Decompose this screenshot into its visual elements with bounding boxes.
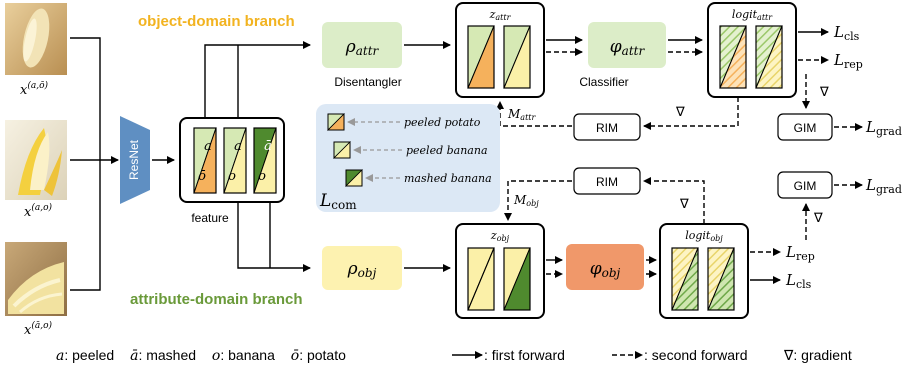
classifier-attr: φattr [588,22,666,68]
loss-rep-bottom: Lrep [785,243,815,263]
loss-rep-top: Lrep [833,51,863,71]
disentangler-label: Disentangler [334,75,401,89]
input-image-potato [5,3,67,75]
m-attr-label: Mattr [507,107,536,122]
feature-to-branches [204,41,311,272]
input-image-mashed-banana [5,242,67,316]
grad-top-rim: ∇ [675,104,685,119]
z-attr-block [455,2,545,98]
feature-label: feature [191,211,229,225]
image-label-1: x(a,ō) [20,80,49,98]
image-label-3: x(ā,o) [24,320,53,338]
classifier-label: Classifier [579,75,628,89]
grad-bottom-rim: ∇ [679,196,689,211]
feature-cell3-bottom: o [258,169,266,184]
feature-cell1-bottom: ō [198,169,206,184]
image-label-2: x(a,o) [24,202,53,220]
gim-top: GIM [777,113,833,141]
loss-com: Lcom [319,191,357,212]
loss-cls-bottom: Lcls [785,271,812,291]
combination-panel [316,104,500,212]
legend-second: : second forward [644,347,748,363]
feature-block: a ō a o ā o [179,117,285,203]
z-attr-label: zattr [489,8,512,22]
logit-obj-label: logitobj [685,229,723,243]
feature-cell1-top: a [204,139,212,154]
loss-grad-bottom: Lgrad [865,176,902,196]
resnet-label: ResNet [127,139,141,180]
arrow-rim-to-zobj [504,180,572,221]
image-connector [70,37,119,291]
attribute-branch-title: attribute-domain branch [130,291,303,308]
logit-attr-block [707,2,797,98]
legend: a: peeled ā: mashed o: banana ō: potato … [56,347,852,364]
z-obj-label: zobj [490,229,510,243]
svg-text:φattr: φattr [610,37,646,58]
svg-text:φobj: φobj [590,259,621,280]
svg-text:ρobj: ρobj [347,259,377,280]
z-obj-block [455,223,545,319]
arrow-logit-to-rim-top [643,97,739,130]
feature-cell2-bottom: o [228,169,236,184]
legend-grad: ∇: gradient [783,347,852,363]
logit-attr-label: logitattr [732,8,773,22]
legend-first: : first forward [484,347,565,363]
svg-text:RIM: RIM [596,175,618,189]
feature-cell3-top: ā [264,139,272,154]
grad-top-gim: ∇ [819,84,829,99]
disentangler-attr: ρattr [322,22,402,68]
gim-bottom: GIM [777,171,833,199]
svg-text:RIM: RIM [596,121,618,135]
legend-text: a: peeled ā: mashed o: banana ō: potato [56,347,346,364]
combo-label-2: peeled banana [406,144,488,157]
svg-text:GIM: GIM [794,179,817,193]
logit-obj-block [659,223,749,319]
combo-label-3: mashed banana [404,172,492,185]
feature-cell2-top: a [234,139,242,154]
m-obj-label: Mobj [513,193,539,208]
combo-label-1: peeled potato [404,116,481,129]
loss-grad-top: Lgrad [865,118,902,138]
svg-text:ρattr: ρattr [345,37,380,58]
grad-bottom-gim: ∇ [813,210,823,225]
rim-top: RIM [573,113,641,141]
loss-cls-top: Lcls [833,23,860,43]
svg-text:GIM: GIM [794,121,817,135]
resnet-encoder: ResNet [120,116,150,204]
rim-bottom: RIM [573,167,641,195]
classifier-obj: φobj [566,244,644,290]
input-image-peeled-banana [5,120,67,200]
arrow-logit-to-rim-bottom [643,177,705,224]
object-branch-title: object-domain branch [138,13,295,30]
disentangler-obj: ρobj [322,246,402,290]
